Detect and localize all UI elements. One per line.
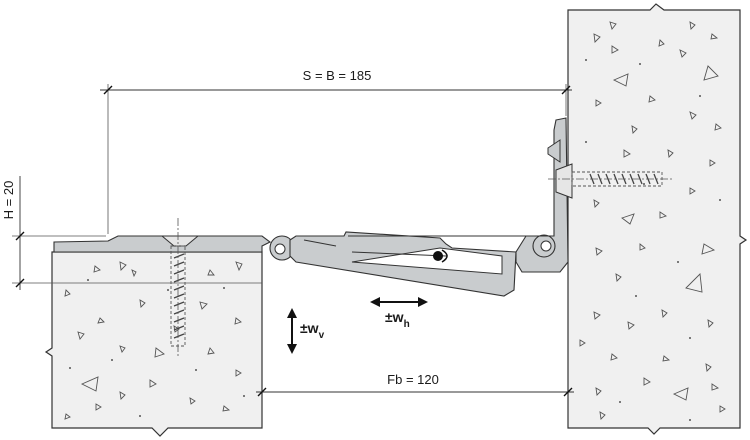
- left-concrete-slab: [44, 251, 263, 437]
- dimension-overall-width: [100, 84, 572, 234]
- dimension-height: [12, 176, 262, 290]
- sliding-cover-profile: [269, 231, 517, 297]
- vertical-movement-label: ±wv: [300, 320, 325, 341]
- right-anchor-screw: [548, 163, 672, 199]
- right-angle-profile: [348, 117, 569, 273]
- overall-width-label: S = B = 185: [303, 68, 372, 83]
- left-base-profile: [53, 235, 272, 253]
- right-concrete-wall: [567, 3, 748, 435]
- vertical-movement-arrow: [287, 308, 297, 354]
- horizontal-movement-arrow: [370, 297, 428, 307]
- left-anchor-screw: [160, 218, 200, 356]
- joint-width-label: Fb = 120: [387, 372, 439, 387]
- height-label: H = 20: [1, 181, 16, 220]
- horizontal-movement-label: ±wh: [385, 309, 410, 330]
- dimension-joint-width: [256, 387, 574, 397]
